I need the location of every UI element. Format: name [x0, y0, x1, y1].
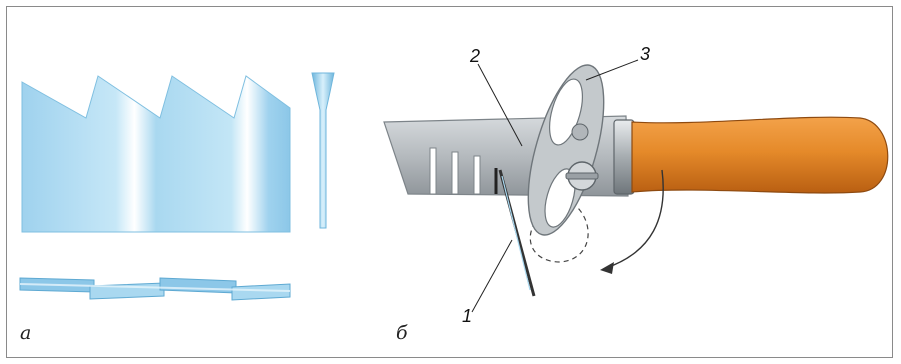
tool-handle: [632, 117, 888, 193]
saw-teeth-set-top-view: [20, 278, 290, 300]
panel-label-b: б: [396, 322, 408, 344]
callout-2: 2: [470, 46, 480, 67]
callout-1: 1: [462, 306, 472, 327]
tool-ferrule: [614, 120, 634, 194]
panel-label-a: а: [20, 322, 31, 344]
callout-3: 3: [640, 44, 650, 65]
saw-blade-side-view: [22, 76, 290, 232]
saw-blade-cross-section: [312, 73, 334, 228]
